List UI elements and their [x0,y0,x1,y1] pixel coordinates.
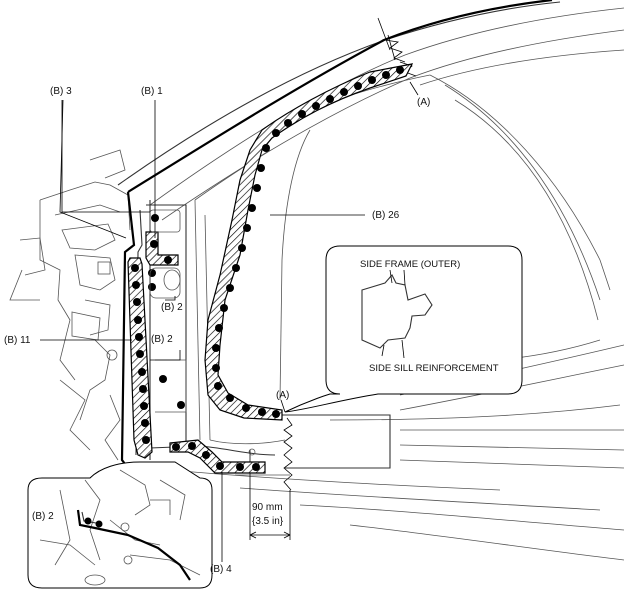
dimension-mm: 90 mm [252,502,283,513]
label-b11: (B) 11 [4,335,31,346]
callout-side-sill-label: SIDE SILL REINFORCEMENT [369,363,499,374]
seam-b3 [145,231,179,266]
callout-side-frame-label: SIDE FRAME (OUTER) [360,259,460,270]
dimension-in: {3.5 in} [252,516,284,527]
seam-b26 [204,63,414,421]
leader-lines [40,81,419,562]
body-outline-lines [117,1,624,561]
label-b2-upper: (B) 2 [161,302,183,313]
label-a-top: (A) [417,97,430,108]
label-b3: (B) 3 [50,86,72,97]
inset-detail [27,461,213,589]
label-b4: (B) 4 [210,564,232,575]
front-structure-sketch [9,149,131,461]
label-a-bottom: (A) [276,390,289,401]
label-b26: (B) 26 [372,210,400,221]
label-b1: (B) 1 [141,86,163,97]
label-b2-mid: (B) 2 [151,334,173,345]
label-b2-inset: (B) 2 [32,511,54,522]
section-callout [284,245,523,413]
